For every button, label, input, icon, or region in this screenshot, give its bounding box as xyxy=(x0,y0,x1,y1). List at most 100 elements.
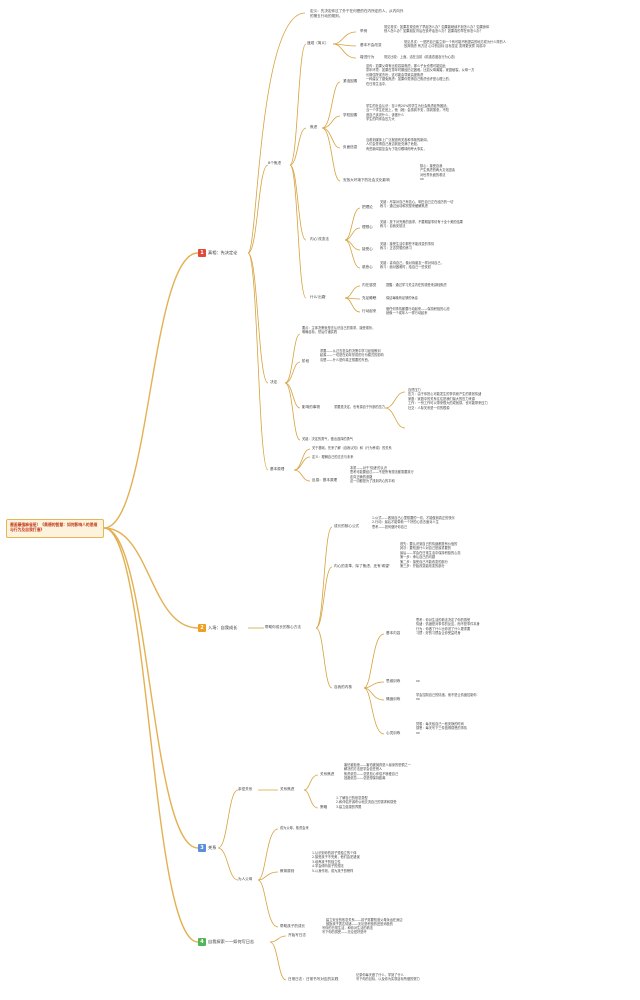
branch-node-3[interactable]: 3 关系 xyxy=(198,844,218,852)
b2-method[interactable]: 帮助你成长的核心方法 xyxy=(265,625,301,629)
b1-decide-b[interactable]: 阶段 xyxy=(302,359,310,363)
b1-inner-d[interactable]: 慈悲心 xyxy=(362,265,373,269)
text-line: 人们会觉得自己身边到处充满了危险， xyxy=(366,142,421,147)
text-line: 这一切都是为了找到内心的平和 xyxy=(350,479,395,484)
b1-basics-a: 关于基础，先来了解（自我认知）和（行为养成）的关系 xyxy=(312,446,392,450)
b1-inner-a[interactable]: 把理论 xyxy=(362,205,373,209)
b3-parent[interactable]: 为人父母 xyxy=(238,877,253,881)
b2-growth-f[interactable]: 心灵训练 xyxy=(386,731,401,735)
b1-inner-b[interactable]: 理想心 xyxy=(362,225,373,229)
b1-anx[interactable]: 焦虑 xyxy=(310,125,318,129)
b1-inner[interactable]: 内心'改变法 xyxy=(310,237,329,241)
b1-inner-a-text: 关键：尽量对自己有信心，明白自己正在经历的一切 练习：通过运动和冥想来缓解焦虑 xyxy=(380,200,550,209)
branch-node-4[interactable]: 4 自我探索——如何写日志 xyxy=(198,938,256,946)
b4-j-b[interactable]: 日常日志：日常书写对应的实践 xyxy=(288,977,339,981)
connector-gaze-a xyxy=(332,31,357,45)
b1-eight[interactable]: 8个焦虑 xyxy=(268,161,282,165)
text-line: 当看到媒体上广泛报道有关各种事故的新闻， xyxy=(366,138,430,142)
b2-growth-c1[interactable]: 基本内容 xyxy=(386,631,401,635)
b3-rel[interactable]: 亲密关系 xyxy=(238,787,253,791)
b3-parent-c[interactable]: 帮助孩子的成长 xyxy=(280,924,306,928)
text-line: 情绪：情绪是对事件的反应，而不是事件本身 xyxy=(416,622,480,627)
text-line: 就像一个成年人一样行动起来 xyxy=(386,311,428,316)
text-line: 思考可能要经过——不是所有想法都需要执行 xyxy=(350,470,414,475)
b1-basics-c-text: 本质——对于'情绪'的认识 思考可能要经过——不是所有想法都需要执行 走向正确的… xyxy=(350,466,500,484)
b1-anx-a[interactable]: 紧迫因素 xyxy=(343,79,358,83)
b1-decide-b-text: 重要——从过去复杂的决策中学习经验教训 起源——一切是在幼年形成的行为模式的影响… xyxy=(320,349,490,362)
text-line: 关键：放下对完美的追求，不要期望事情有十全十美的结果 xyxy=(380,220,463,224)
b1-basics[interactable]: 基本原理 xyxy=(270,467,285,471)
b4-j-a[interactable]: 开始写日志 xyxy=(288,933,306,937)
text-line: 3.培养孩子的独立性 xyxy=(312,859,341,864)
text-line: 要点：主体决策就是去认识自己的需求，接受现状， xyxy=(302,326,376,330)
branch-label: 真相：先决定论 xyxy=(208,250,238,255)
branch-node-2[interactable]: 2 入场：自我成长 xyxy=(198,624,239,632)
text-line: 童年环境：如果在童年时期经历过困难，比如父母离婚，家庭破裂，父母一方 xyxy=(366,68,475,73)
b1-gaze-b[interactable]: 基本不会改变 xyxy=(360,43,382,47)
b2-growth-e[interactable]: 情绪训练 xyxy=(386,697,401,701)
b1-basics-b: 定义：理解自己的过去与未来 xyxy=(312,455,354,459)
text-line: 明确目标，然后付诸实践 xyxy=(302,330,338,335)
connector-inner-d xyxy=(344,239,361,269)
text-line: xx xyxy=(416,730,420,735)
b3-rel-a[interactable]: 关系焦虑 xyxy=(280,787,295,791)
b3-rel-b[interactable]: 策略 xyxy=(320,805,328,809)
b1-anx-d[interactable]: 安放大环境下的社会文化影响 xyxy=(343,178,390,182)
b1-inner-c[interactable]: 接受心 xyxy=(362,247,373,251)
connector-gc-4 xyxy=(363,687,385,735)
b1-work[interactable]: 什么'出路' xyxy=(310,295,327,299)
text-line: 放弃顾虑 有方法 心中的目标 目标坚定 变得更优秀 向前冲 xyxy=(404,44,486,49)
connector-eight-inner xyxy=(289,164,307,241)
b1-decide-c[interactable]: 影响的事物 xyxy=(302,405,320,409)
text-line: 在日常生活中， xyxy=(366,81,389,86)
connector-gc-3 xyxy=(363,687,385,701)
text-line: 建立安全的依恋关系——孩子需要知道父母永远在身边 xyxy=(326,918,403,922)
b2-growth-c[interactable]: 自我的内核 xyxy=(334,685,352,689)
b1-gaze-c[interactable]: 增进行为 xyxy=(360,55,375,59)
text-line: 核心：接受自我 xyxy=(420,164,443,168)
root-node[interactable]: 邂逅最强麻雀班！《奥德的智慧：如何影响人的思维与行为及自我打造》 xyxy=(6,519,104,538)
text-line: 2.接受孩子不完美，他们会犯错误 xyxy=(312,855,360,860)
b1-work-c[interactable]: 行动起来 xyxy=(362,309,377,313)
b1-gaze[interactable]: 遥观（简义） xyxy=(307,41,329,45)
text-line: 其次：要知道什么对自己是最重要的 xyxy=(400,546,451,551)
b2-growth-b[interactable]: 内心的变革，除了焦虑，还有'希望' xyxy=(334,564,390,568)
text-line: 练习：面对困难时，给自己一些安慰 xyxy=(380,265,431,270)
b1-gaze-a[interactable]: 举例 xyxy=(360,29,368,33)
text-line: 焦虑依恋——总是担心伴侣不够爱自己 xyxy=(344,771,399,776)
connector-method-a xyxy=(315,526,333,629)
b1-anx-c[interactable]: 负面信息 xyxy=(343,145,358,149)
connector-parent-a xyxy=(257,828,279,881)
b3-rel-a-node[interactable]: 关系焦虑 xyxy=(320,772,335,776)
b1-decide[interactable]: 决定 xyxy=(270,380,278,384)
text-line: 走向正确的道路 xyxy=(350,474,373,479)
b1-basics-c[interactable]: 反感：基本原理 xyxy=(312,478,338,482)
b1-work-a[interactable]: 内在感觉 xyxy=(362,283,377,287)
b2-growth-d[interactable]: 思维训练 xyxy=(386,679,401,683)
b1-inner-c-text: 关键：接受生活中那些不能改变的事情 练习：正念冥想的练习 xyxy=(380,242,550,251)
b2-growth-a[interactable]: 成长的核心公式 xyxy=(334,524,360,528)
branch-number-badge: 2 xyxy=(198,624,206,632)
b1-anx-b-text: 学生的社会认识：至少有20%的学生为社会焦虑症所困扰。 当一个学生在班上，他（她… xyxy=(366,104,536,122)
connector-anx-a xyxy=(321,81,341,129)
text-line: 回避依恋——总是想保持距离 xyxy=(344,776,386,781)
b1-work-b[interactable]: 充足睡眠 xyxy=(362,296,377,300)
connector-rela-2 xyxy=(303,789,319,809)
connector-root-b4 xyxy=(103,527,199,943)
b1-anx-c-text: 当看到媒体上广泛报道有关各种事故的新闻， 人们会觉得自己身边到处充满了危险， 有… xyxy=(366,138,536,151)
text-line: 练习：正念冥想的练习 xyxy=(380,246,412,251)
branch-number-badge: 4 xyxy=(198,938,206,946)
connector-gaze-c xyxy=(332,43,357,59)
b1-decide-c0: 重要是决定，也有源自于外部的压力 xyxy=(334,405,385,409)
b2-growth-d-text: xx xyxy=(416,679,420,683)
text-line: 做任何事情都要行动起来——保持积极的心态 xyxy=(386,307,450,311)
connector-b1-basics xyxy=(247,252,269,471)
b3-parent-b[interactable]: 教育原则 xyxy=(280,869,295,873)
connector-root-b2 xyxy=(103,527,199,629)
b1-anx-b[interactable]: 学校因素 xyxy=(343,113,358,117)
b1-decide-a: 要点：主体决策就是去认识自己的需求，接受现状， 明确目标，然后付诸实践 xyxy=(302,326,472,335)
branch-node-1[interactable]: 1 真相：先决定论 xyxy=(198,249,239,257)
text-line: 思考：你对生活的看法决定了你的感受 xyxy=(416,618,471,622)
text-line: 2.和伴侣开诚布公地交流自己的需求和感受 xyxy=(336,800,397,805)
connector-method-c xyxy=(315,627,333,689)
